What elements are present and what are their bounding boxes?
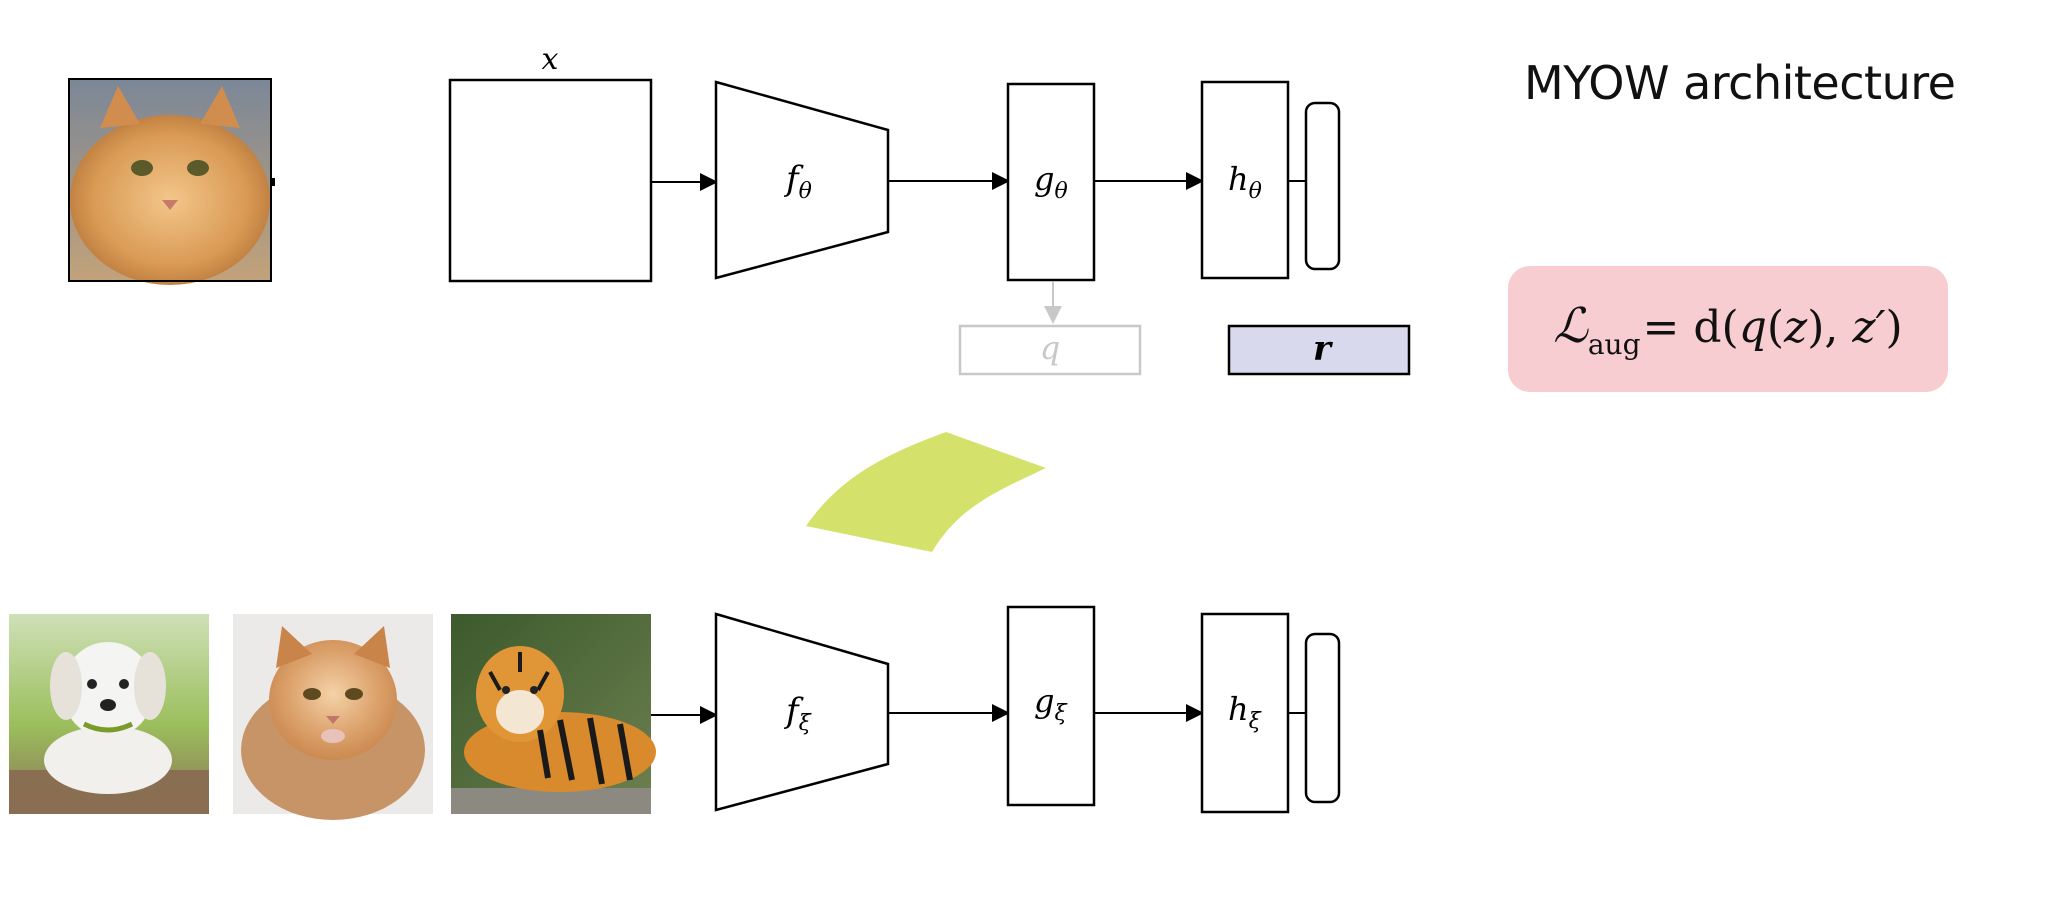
loss-formula-box: ℒaug= d(q(z), z′) [1508, 266, 1948, 392]
h-xi-label: h [1228, 690, 1249, 728]
r-label: r [1313, 329, 1333, 369]
predictor-h-theta: hθ [1200, 80, 1290, 280]
q-label: q [1040, 329, 1060, 367]
svg-text:gθ: gθ [1034, 160, 1068, 204]
candidate-image-cat [233, 614, 433, 820]
loss-symbol: ℒ [1553, 297, 1588, 354]
f-theta-sub: θ [799, 179, 812, 204]
input-x-box: x [448, 42, 653, 283]
h-theta-label: h [1228, 160, 1249, 198]
loss-subscript: aug [1587, 327, 1641, 361]
predictor-q-box: q [958, 324, 1142, 376]
g-xi-sub: ξ [1054, 701, 1068, 726]
loss-close: ) [1885, 301, 1903, 353]
encoder-f-xi: fξ [714, 612, 890, 812]
predictor-h-xi: hξ [1200, 612, 1290, 814]
input-image-cat [68, 78, 275, 285]
svg-text:hξ: hξ [1228, 690, 1263, 734]
encoder-f-theta: fθ [714, 80, 890, 280]
page-title: MYOW architecture [1524, 56, 1956, 110]
svg-text:hθ: hθ [1228, 160, 1262, 204]
h-xi-sub: ξ [1249, 709, 1263, 734]
projector-g-xi: gξ [1006, 605, 1096, 807]
g-xi-label: g [1034, 682, 1054, 720]
f-xi-sub: ξ [799, 711, 813, 736]
loss-mid: ), [1807, 301, 1853, 353]
loss-z: z [1784, 301, 1808, 353]
mining-blob [806, 432, 1046, 552]
loss-formula: ℒaug= d(q(z), z′) [1553, 297, 1903, 361]
g-theta-label: g [1034, 160, 1054, 198]
candidate-image-tiger [451, 614, 656, 814]
candidate-image-dog [9, 614, 209, 814]
projector-g-theta: gθ [1006, 82, 1096, 282]
loss-q: q [1738, 301, 1767, 353]
loss-eq: = d( [1642, 301, 1739, 353]
output-z-theta [1304, 101, 1341, 271]
output-z-xi [1304, 632, 1341, 804]
loss-zprime: z′ [1852, 301, 1886, 353]
g-theta-sub: θ [1054, 179, 1067, 204]
x-label: x [542, 42, 559, 77]
svg-text:gξ: gξ [1034, 682, 1068, 726]
predictor-r-box: r [1227, 324, 1411, 376]
h-theta-sub: θ [1249, 179, 1262, 204]
